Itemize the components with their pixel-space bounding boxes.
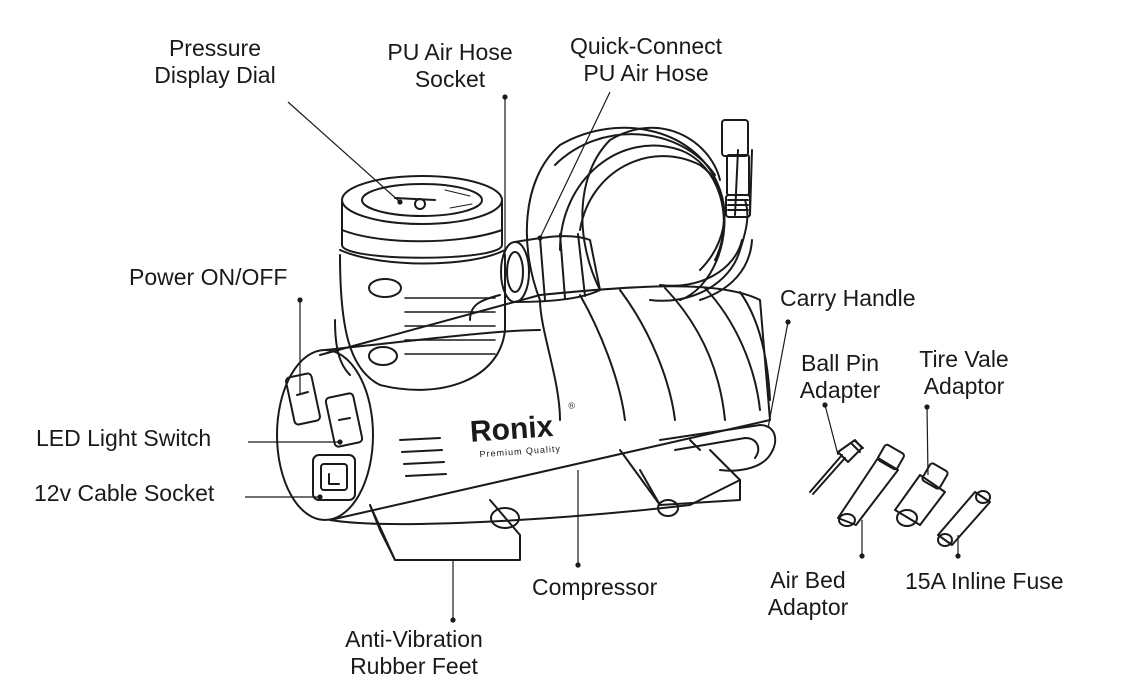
motor-housing xyxy=(334,254,506,391)
pressure-dial xyxy=(339,175,506,265)
brand-name: Ronix xyxy=(469,410,555,449)
label-ball-pin: Ball Pin Adapter xyxy=(780,350,900,404)
label-line: Power ON/OFF xyxy=(129,264,288,290)
power-switch xyxy=(285,372,321,426)
leader-lines xyxy=(245,91,961,623)
compressor-body xyxy=(276,285,771,526)
label-line: Pressure xyxy=(168,35,262,61)
label-air-bed: Air Bed Adaptor xyxy=(750,567,866,621)
brand-mark: ® xyxy=(568,400,576,410)
label-line: 15A Inline Fuse xyxy=(905,568,1064,594)
label-line: Display Dial xyxy=(154,62,276,88)
label-compressor: Compressor xyxy=(532,574,657,601)
label-hose-socket: PU Air Hose Socket xyxy=(368,39,532,93)
carry-handle xyxy=(659,424,777,472)
label-tire-valve: Tire Vale Adaptor xyxy=(902,346,1026,400)
label-line: Rubber Feet xyxy=(350,653,478,679)
ronix-logo: Ronix ® Premium Quality xyxy=(469,400,576,459)
label-pressure-dial: Pressure Display Dial xyxy=(130,35,300,89)
label-line: PU Air Hose xyxy=(583,60,709,86)
ball-pin-adapter xyxy=(809,439,864,495)
label-line: Compressor xyxy=(532,574,658,600)
label-line: Carry Handle xyxy=(780,285,916,311)
label-carry-handle: Carry Handle xyxy=(780,285,916,312)
label-led-switch: LED Light Switch xyxy=(36,425,211,452)
label-line: 12v Cable Socket xyxy=(34,480,215,506)
label-line: Socket xyxy=(414,66,486,92)
label-line: LED Light Switch xyxy=(36,425,212,451)
tire-valve-adaptor xyxy=(894,462,949,527)
air-bed-adaptor xyxy=(837,443,905,527)
coiled-hose xyxy=(525,119,753,302)
label-cable-socket: 12v Cable Socket xyxy=(34,480,214,507)
label-rubber-feet: Anti-Vibration Rubber Feet xyxy=(328,626,500,680)
label-line: Air Bed xyxy=(770,567,846,593)
led-switch xyxy=(324,392,364,448)
label-line: Tire Vale xyxy=(919,346,1009,372)
label-line: PU Air Hose xyxy=(387,39,513,65)
label-fuse: 15A Inline Fuse xyxy=(905,568,1064,595)
label-line: Ball Pin xyxy=(801,350,879,376)
inline-fuse xyxy=(937,490,991,547)
label-line: Adaptor xyxy=(767,594,849,620)
label-power-switch: Power ON/OFF xyxy=(129,264,287,291)
label-line: Quick-Connect xyxy=(569,33,723,59)
label-line: Anti-Vibration xyxy=(345,626,483,652)
cable-socket xyxy=(312,454,356,501)
label-line: Adapter xyxy=(799,377,881,403)
label-line: Adaptor xyxy=(923,373,1005,399)
label-quick-connect: Quick-Connect PU Air Hose xyxy=(550,33,742,87)
